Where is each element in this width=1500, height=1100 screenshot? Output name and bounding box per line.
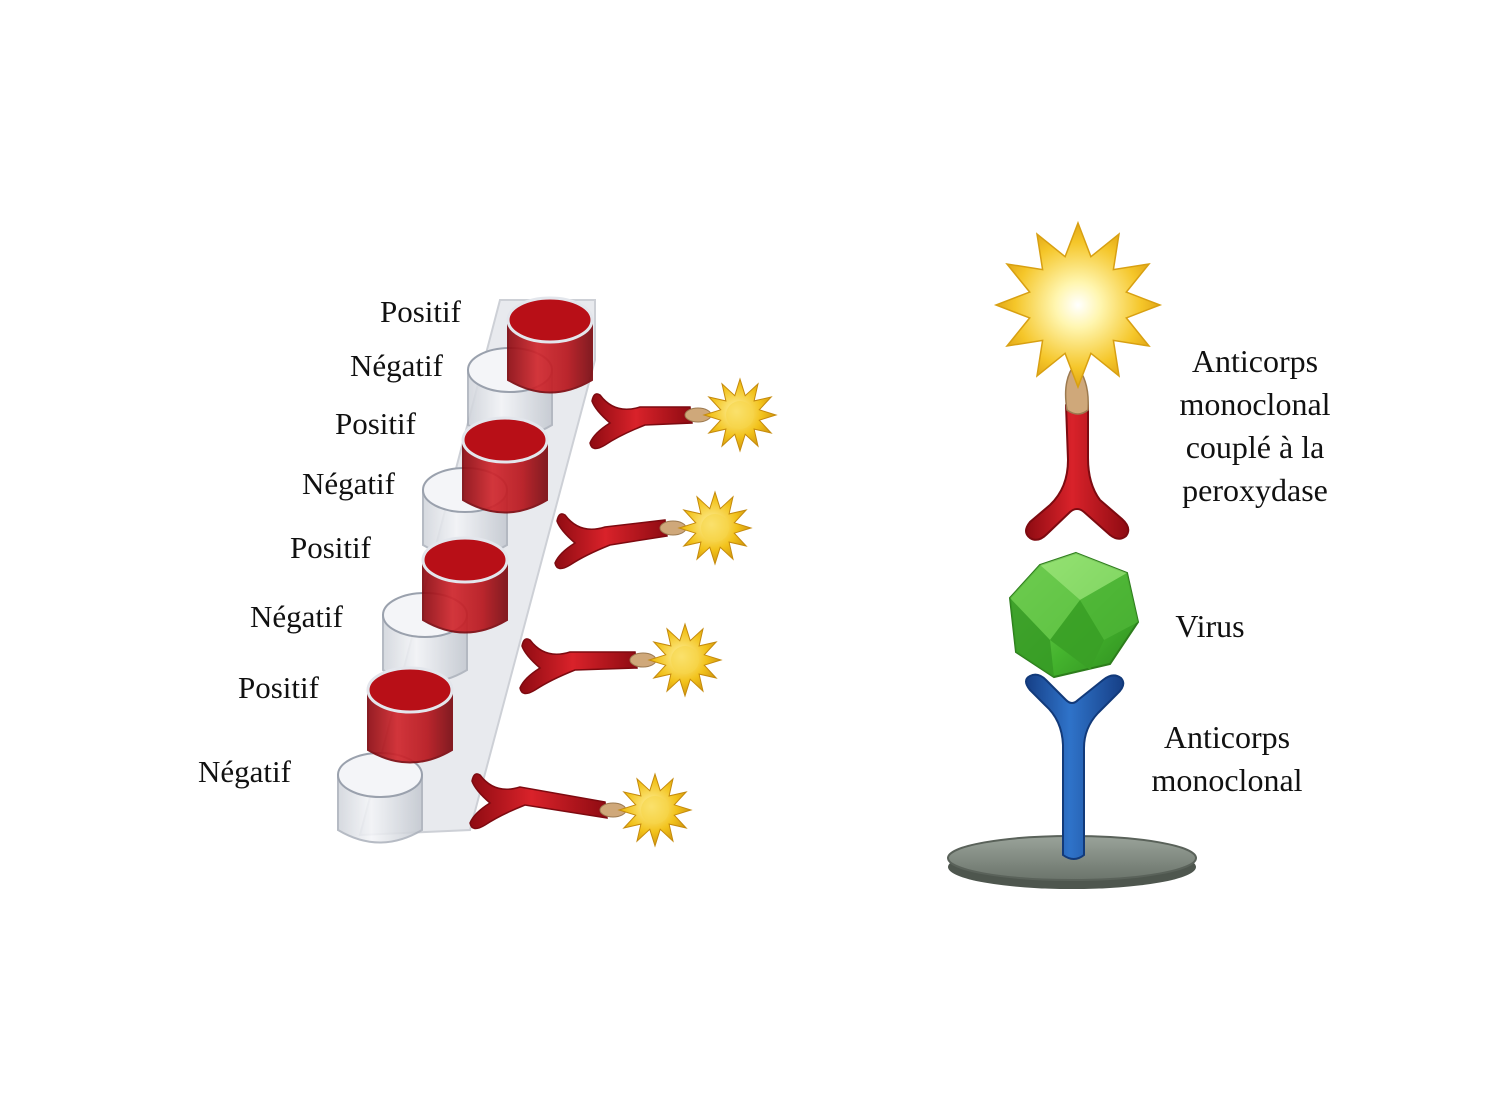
legend-conjugate-label: Anticorps monoclonal couplé à la peroxyd…	[1150, 340, 1360, 512]
legend-capture-label: Anticorps monoclonal	[1122, 716, 1332, 802]
conjugate-1	[589, 377, 778, 453]
conjugate-antibody	[1025, 362, 1130, 541]
legend-conjugate-line-4: peroxydase	[1182, 472, 1328, 508]
well-3-negative-label: Négatif	[250, 599, 343, 634]
legend-conjugate-line-3: couplé à la	[1185, 429, 1325, 465]
peroxidase-star	[993, 220, 1163, 390]
virus-particle	[1008, 551, 1140, 679]
conjugate-2	[554, 490, 753, 570]
conjugate-4	[469, 772, 693, 848]
legend-capture-line-2: monoclonal	[1151, 762, 1303, 798]
legend-capture-line-1: Anticorps	[1163, 719, 1291, 755]
legend-virus-label: Virus	[1175, 608, 1245, 644]
enzyme-core-4	[641, 796, 669, 824]
well-2-negative-label: Négatif	[302, 466, 395, 501]
well-3-positive-label: Positif	[290, 530, 371, 565]
positive-well-rim-3	[421, 536, 509, 584]
conjugate-antibody-1	[589, 393, 693, 450]
well-4-negative-label: Négatif	[198, 754, 291, 789]
well-2-positive-label: Positif	[335, 406, 416, 441]
well-1-negative-label: Négatif	[350, 348, 443, 383]
peroxidase-enzyme	[993, 220, 1163, 390]
conjugate-antibody-3	[519, 638, 638, 695]
legend-conjugate-line-2: monoclonal	[1179, 386, 1331, 422]
positive-well-rim-4	[366, 666, 454, 714]
positive-well-rim-2	[461, 416, 549, 464]
well-pair-3	[382, 536, 509, 684]
conjugate-antibody-4	[469, 773, 608, 830]
detection-conjugates	[469, 377, 778, 848]
enzyme-core-2	[701, 514, 729, 542]
legend-conjugate-line-1: Anticorps	[1191, 343, 1319, 379]
well-1-positive-label: Positif	[380, 294, 461, 329]
enzyme-core-1	[726, 401, 754, 429]
capture-antibody	[1025, 673, 1125, 860]
conjugate-3	[519, 622, 723, 698]
wells	[337, 296, 594, 844]
well-4-positive-label: Positif	[238, 670, 319, 705]
conjugate-antibody-2	[554, 513, 668, 570]
enzyme-core-3	[671, 646, 699, 674]
positive-well-rim-1	[506, 296, 594, 344]
well-pair-4	[337, 666, 454, 844]
